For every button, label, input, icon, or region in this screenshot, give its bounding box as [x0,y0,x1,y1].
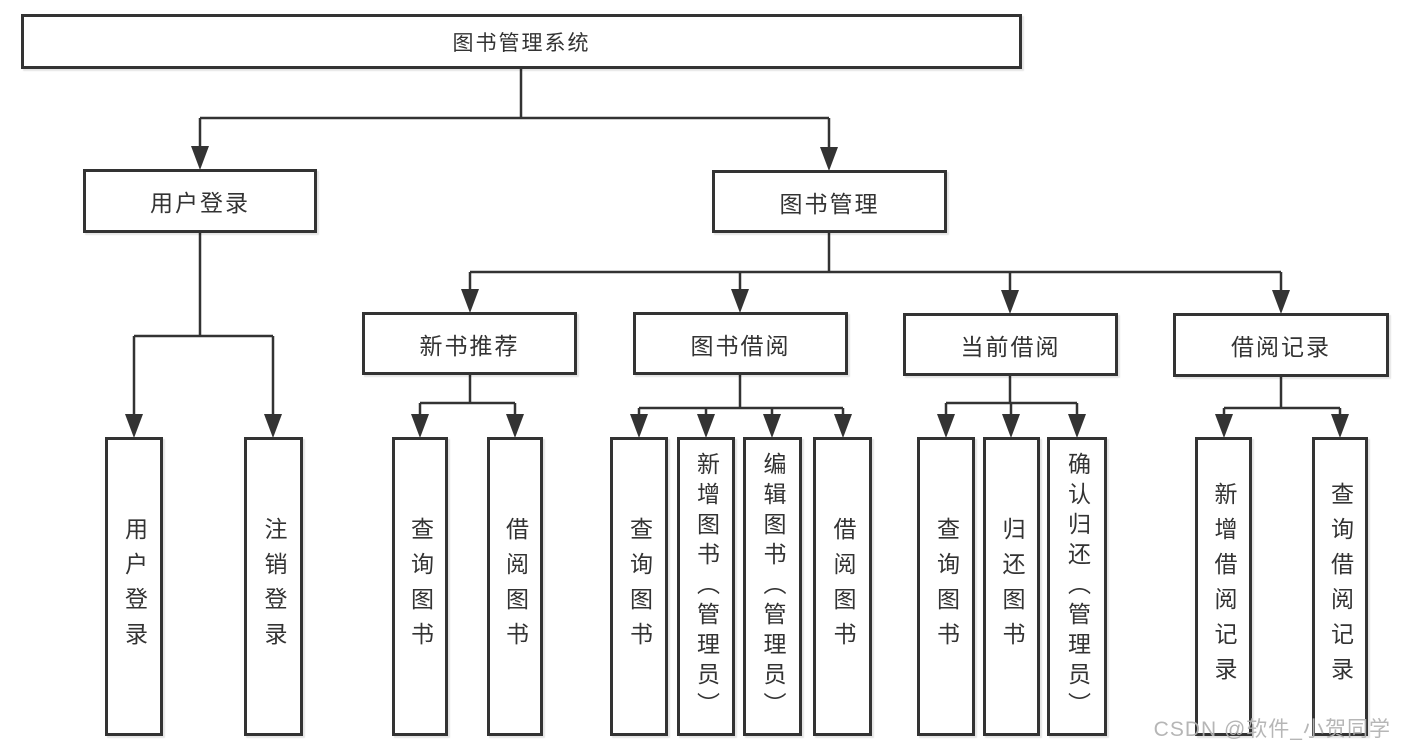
leaf-logout: 注销登录 [244,437,303,736]
leaf-query-books-borrow: 查询图书 [610,437,668,736]
leaf-add-borrow-record: 新增借阅记录 [1195,437,1252,736]
node-book-management-label: 图书管理 [779,190,880,217]
node-current-borrowing-label: 当前借阅 [960,333,1061,360]
node-borrow-records-label: 借阅记录 [1231,334,1331,360]
leaf-confirm-return-admin-label: 确认归还（管理员） [1064,451,1091,722]
node-book-borrowing: 图书借阅 [633,312,848,375]
leaf-borrow-books-recommend-label: 借阅图书 [502,516,529,657]
leaf-logout-label: 注销登录 [261,516,287,657]
leaf-borrow-books-recommend: 借阅图书 [487,437,543,736]
node-new-book-recommend-label: 新书推荐 [419,332,520,359]
leaf-query-borrow-record: 查询借阅记录 [1312,437,1368,736]
leaf-query-books-current-label: 查询图书 [933,516,960,657]
leaf-return-books-label: 归还图书 [999,516,1025,657]
leaf-query-books-borrow-label: 查询图书 [626,516,653,657]
leaf-add-books-admin: 新增图书（管理员） [677,437,735,736]
leaf-borrow-books-label: 借阅图书 [830,516,856,657]
csdn-watermark: CSDN @软件_小贺同学 [1153,718,1391,741]
leaf-query-borrow-record-label: 查询借阅记录 [1327,481,1354,692]
node-root-label: 图书管理系统 [452,31,591,55]
node-book-borrowing-label: 图书借阅 [690,332,791,359]
node-root: 图书管理系统 [21,14,1022,69]
arrowheads [125,146,1349,438]
leaf-user-login-label: 用户登录 [121,516,148,657]
leaf-borrow-books: 借阅图书 [813,437,872,736]
leaf-edit-books-admin: 编辑图书（管理员） [743,437,802,736]
leaf-add-borrow-record-label: 新增借阅记录 [1211,481,1237,692]
node-user-login-label: 用户登录 [150,190,250,216]
leaf-return-books: 归还图书 [983,437,1040,736]
leaf-query-books-current: 查询图书 [917,437,975,736]
node-current-borrowing: 当前借阅 [903,313,1118,376]
leaf-confirm-return-admin: 确认归还（管理员） [1047,437,1107,736]
node-new-book-recommend: 新书推荐 [362,312,577,375]
leaf-query-books-recommend-label: 查询图书 [407,516,434,657]
leaf-user-login: 用户登录 [105,437,163,736]
leaf-add-books-admin-label: 新增图书（管理员） [693,451,720,722]
node-user-login: 用户登录 [83,169,317,233]
leaf-edit-books-admin-label: 编辑图书（管理员） [760,451,786,722]
node-borrow-records: 借阅记录 [1173,313,1389,377]
leaf-query-books-recommend: 查询图书 [392,437,448,736]
node-book-management: 图书管理 [712,170,947,233]
